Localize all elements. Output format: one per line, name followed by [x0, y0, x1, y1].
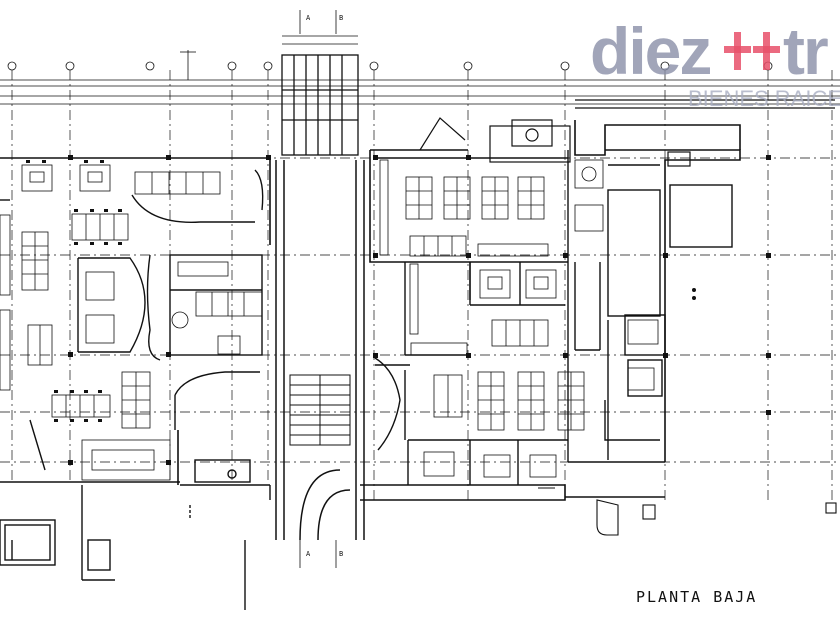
logo-plus-marks — [724, 32, 780, 70]
grid-lines — [0, 70, 840, 500]
right-wing-walls — [374, 150, 733, 485]
logo-tagline: BIENES RAICES — [688, 86, 840, 111]
building-outline — [0, 120, 741, 501]
stair-lower — [289, 374, 351, 446]
desk-cluster-left — [0, 164, 263, 481]
left-wing-walls — [0, 169, 264, 471]
chairs-left — [26, 155, 271, 465]
section-mark-a-bottom: A — [306, 550, 311, 558]
section-line-top — [282, 10, 358, 45]
lower-left-rooms — [0, 459, 271, 610]
bottom-right-details — [538, 487, 837, 536]
section-mark-b-top: B — [339, 14, 343, 22]
logo-word-part1: diez — [590, 14, 710, 88]
company-logo-watermark: diez tr BIENES RAICES — [590, 14, 840, 111]
entry-canopy — [419, 99, 835, 167]
section-mark-b-bottom: B — [339, 550, 343, 558]
stair-top — [281, 54, 359, 156]
desk-cluster-right — [379, 159, 659, 478]
column-markers — [373, 155, 771, 415]
plan-title: PLANTA BAJA — [636, 588, 758, 606]
core-walls — [275, 160, 365, 541]
section-line-bottom — [299, 540, 337, 568]
logo-word-part2: tr — [783, 14, 828, 88]
section-mark-a-top: A — [306, 14, 311, 22]
